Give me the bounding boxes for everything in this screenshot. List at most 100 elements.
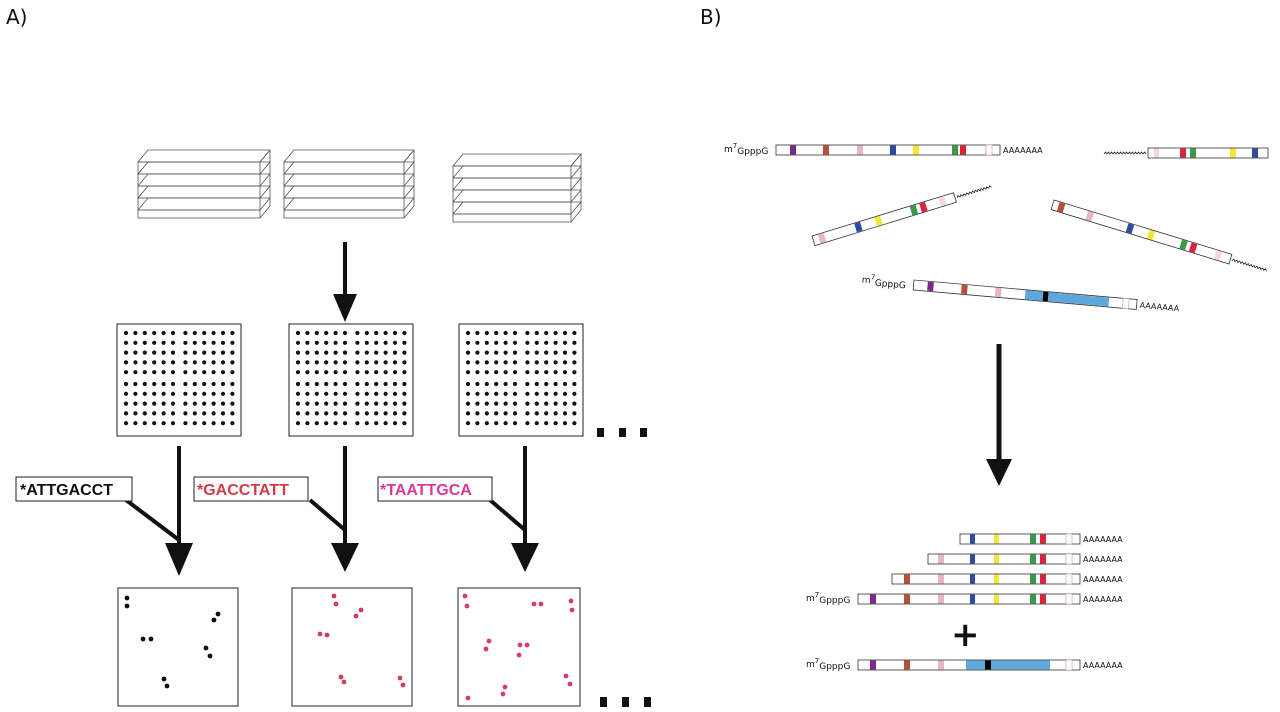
array-dot (295, 350, 301, 355)
exon-band (952, 145, 958, 155)
array-dot (202, 340, 207, 345)
array-dot (364, 360, 369, 365)
array-dot (202, 411, 207, 416)
exon-band (1040, 594, 1046, 604)
exon-band (1252, 148, 1258, 158)
array-dot (525, 360, 530, 365)
array-dot (133, 370, 138, 375)
cdna-2: AAAAAAA (927, 553, 1123, 565)
array-dot (355, 391, 360, 396)
array-dot (475, 350, 480, 355)
array-dot (202, 421, 207, 426)
array-dot (170, 411, 176, 416)
array-dot (562, 370, 568, 375)
array-dot (170, 381, 176, 387)
exon-band (994, 554, 999, 564)
array-dot (230, 360, 235, 365)
array-dot (475, 391, 480, 396)
array-dot (494, 330, 499, 336)
array-dot (211, 330, 216, 336)
array-dot (503, 330, 508, 336)
array-dot (374, 340, 379, 345)
array-dot (525, 381, 530, 387)
array-dot (305, 411, 310, 416)
array-dot (161, 411, 166, 416)
array-dot (295, 391, 301, 396)
array-dot (230, 350, 235, 355)
array-dot (152, 340, 157, 345)
array-dot (305, 330, 310, 336)
array-dot (123, 350, 129, 355)
array-dot (342, 340, 348, 345)
hybridization-spot (324, 632, 330, 638)
panel-b-label: B) (700, 5, 722, 29)
exon-band (1213, 250, 1223, 261)
array-dot (295, 340, 301, 345)
array-dot (544, 401, 549, 406)
array-dot (142, 350, 147, 355)
array-dot (512, 401, 518, 406)
array-dot (374, 421, 379, 426)
exon-band (1154, 148, 1159, 158)
array-dot (183, 391, 188, 396)
array-dot (133, 411, 138, 416)
array-dot (562, 330, 568, 336)
array-dot (572, 411, 577, 416)
exon-band (904, 594, 910, 604)
array-dot (133, 391, 138, 396)
hybridization-spot (517, 642, 523, 648)
array-dot (192, 360, 197, 365)
array-dot (374, 370, 379, 375)
array-dot (562, 340, 568, 345)
exon-band (1030, 594, 1036, 604)
polya-wavy (1231, 258, 1267, 272)
array-dot (142, 381, 147, 387)
array-dot (183, 421, 188, 426)
array-dot (220, 391, 226, 396)
hybridization-result-3 (457, 587, 581, 707)
exon-band (994, 287, 1002, 298)
array-dot (534, 350, 539, 355)
array-dot (202, 360, 207, 365)
array-dot (192, 330, 197, 336)
array-dot (534, 391, 539, 396)
hybridization-spot (203, 645, 209, 651)
array-dot (142, 340, 147, 345)
array-dot (572, 340, 577, 345)
array-dot (364, 330, 369, 336)
array-dot (123, 421, 129, 426)
array-dot (355, 381, 360, 387)
array-dot (512, 411, 518, 416)
array-dot (572, 381, 577, 387)
exon-band (938, 594, 944, 604)
hybridization-spot (486, 638, 492, 644)
array-dot (324, 381, 329, 387)
array-dot (295, 421, 301, 426)
array-dot (211, 370, 216, 375)
probe-label-3: *TAATTGCA (377, 476, 493, 502)
array-dot (142, 330, 147, 336)
array-dot (572, 370, 577, 375)
array-dot (465, 360, 471, 365)
exon-band (904, 574, 910, 584)
array-dot (512, 391, 518, 396)
array-dot (544, 360, 549, 365)
array-dot (465, 401, 471, 406)
array-dot (230, 340, 235, 345)
array-dot (230, 411, 235, 416)
exon-band (1188, 242, 1198, 253)
polya-tail: AAAAAAA (1003, 146, 1043, 155)
array-dot (355, 370, 360, 375)
exon-band (1125, 223, 1135, 234)
exon-band (1030, 554, 1036, 564)
hybridization-spot (400, 682, 406, 688)
array-dot (392, 411, 398, 416)
array-dot (152, 391, 157, 396)
hybridization-spot (569, 607, 575, 613)
array-dot (183, 350, 188, 355)
array-dot (305, 360, 310, 365)
plate-stack-2 (283, 149, 415, 219)
array-dot (123, 391, 129, 396)
array-dot (512, 360, 518, 365)
